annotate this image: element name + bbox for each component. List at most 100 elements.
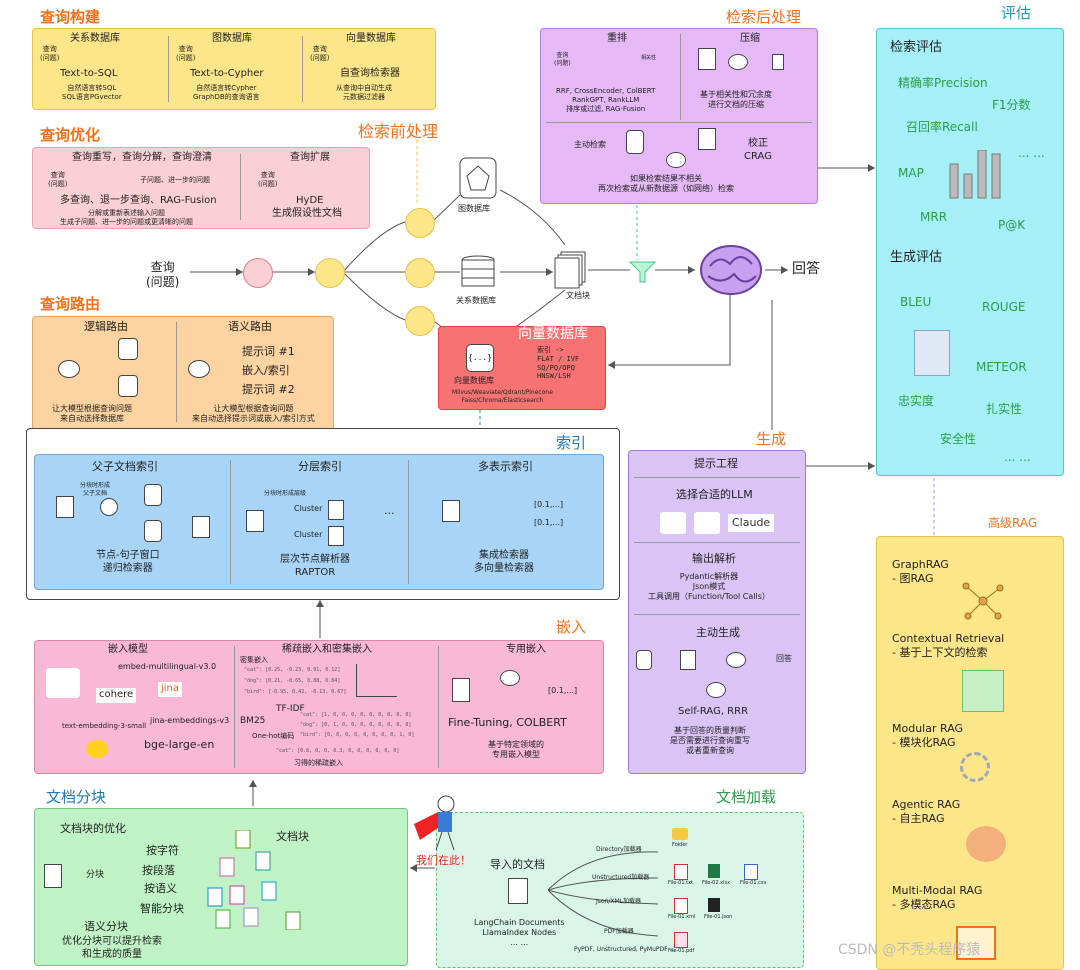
agentic-rag: Agentic RAG - 自主RAG	[892, 798, 961, 825]
image-icon	[956, 926, 996, 960]
bar-chart-icon	[949, 150, 1001, 199]
cluster-2: Cluster	[294, 530, 323, 539]
chunk-files-icon	[207, 830, 301, 930]
more-generation-metrics: ... ...	[1004, 450, 1031, 464]
self-query-name: 自查询检索器	[340, 68, 400, 79]
database-icon	[636, 650, 652, 670]
rewrite-desc: 分解或重新表述输入问题 生成子问题、进一步的问题或更清晰的问题	[60, 209, 193, 226]
sparse-dog: "dog": [0, 1, 0, 0, 0, 0, 0, 0, 0, 0]	[300, 722, 412, 728]
multi-rep-desc: 集成检索器 多向量检索器	[474, 550, 534, 574]
active-retrieval-desc: 如果检索结果不相关 再次检索或从新数据源（如网络）检索	[598, 174, 734, 193]
faithfulness-metric: 忠实度	[898, 394, 935, 408]
parent-child-desc: 节点-句子窗口 递归检索器	[96, 550, 160, 574]
document-icon	[246, 510, 264, 532]
text-to-sql-desc: 自然语言转SQL SQL语言PGvector	[62, 84, 122, 101]
generation-eval-head: 生成评估	[890, 250, 943, 265]
parent-child-head: 父子文档索引	[92, 460, 158, 473]
hero-mascot-icon	[414, 795, 455, 851]
split-node	[100, 498, 118, 516]
active-generation-answer: 回答	[776, 654, 792, 663]
graph-rag: GraphRAG - 图RAG	[892, 558, 949, 585]
brain-icon	[706, 682, 726, 698]
document-icon	[56, 496, 74, 518]
active-generation: 主动生成	[696, 626, 740, 639]
text-to-cypher-name: Text-to-Cypher	[190, 68, 264, 79]
prompt-engineering: 提示工程	[694, 457, 738, 470]
vector-plot-icon	[356, 664, 397, 697]
f1-metric: F1分数	[992, 98, 1031, 112]
eval-panel	[876, 28, 1064, 476]
llm-brain-icon	[700, 245, 762, 295]
query-node-label: 查询 (问题)	[146, 260, 180, 289]
active-generation-desc: 基于回答的质量判断 是否需要进行查询重写 或者重新查询	[670, 726, 750, 755]
parent-child-split: 分块时形成 父子文档	[80, 482, 111, 497]
xlsx-file-icon	[708, 864, 720, 878]
query-opt-panel	[32, 147, 370, 229]
openai-logo-icon	[46, 668, 80, 698]
rewrite-name: 多查询、退一步查询、RAG-Fusion	[60, 195, 217, 206]
more-retrieval-metrics: ... ...	[1018, 146, 1045, 160]
dense-bird: "bird": [-0.95, 0.42, -0.13, 0.67]	[244, 689, 347, 695]
document-icon	[698, 128, 716, 150]
document-chunks-icon	[680, 650, 696, 670]
rouge-metric: ROUGE	[982, 300, 1026, 314]
precision-metric: 精确率Precision	[898, 76, 988, 90]
pdf-loader: PDF加载器	[604, 928, 634, 935]
hyde-desc: 生成假设性文档	[272, 208, 342, 219]
bleu-metric: BLEU	[900, 295, 932, 309]
document-icon	[44, 864, 62, 888]
compress-head: 压缩	[740, 33, 760, 44]
hyde-name: HyDE	[296, 195, 324, 206]
self-query-query: 查询 (问题)	[310, 45, 330, 62]
query-build-panel	[32, 28, 436, 110]
select-llm: 选择合适的LLM	[676, 488, 753, 501]
index-title: 索引	[556, 434, 587, 452]
mrr-metric: MRR	[920, 210, 948, 224]
logical-routing-desc: 让大模型根据查询问题 来自动选择数据库	[52, 404, 132, 423]
pdf-file-icon	[674, 932, 688, 948]
semantic-prompt-2: 提示词 #2	[242, 383, 295, 396]
routing-title: 查询路由	[40, 295, 101, 313]
rerank-relevance: 相关性	[641, 55, 657, 61]
sparse-dense-head: 稀疏嵌入和密集嵌入	[282, 644, 372, 655]
query-build-title: 查询构建	[40, 8, 101, 26]
jina-logo: jina	[158, 682, 183, 697]
chunking-panel	[34, 808, 408, 966]
rel-branch-node	[405, 258, 435, 288]
brain-icon	[666, 152, 686, 168]
vector-db-title: 向量数据库	[518, 326, 588, 342]
document-chunks-icon	[192, 516, 210, 538]
vector-db-list: Milvus/Weaviate/Qdrant/Pinecone Faiss/Ch…	[452, 389, 553, 404]
semantic-routing-desc: 让大模型根据查询问题 来自动选择提示词或嵌入/索引方式	[192, 404, 315, 423]
map-metric: MAP	[898, 166, 924, 180]
directory-loader: Directory加载器	[596, 846, 642, 853]
sparse-cat: "cat": [1, 0, 0, 0, 0, 0, 0, 0, 0, 0]	[300, 712, 412, 718]
text-to-cypher-query: 查询 (问题)	[176, 45, 196, 62]
file-pdf: File-01.pdf	[668, 948, 695, 954]
smart-split: 智能分块	[140, 902, 184, 915]
we-are-here: 我们在此！	[416, 854, 471, 867]
hierarchical-head: 分层索引	[298, 460, 342, 473]
document-libs: LangChain Documents LlamaIndex Nodes ...…	[474, 918, 565, 947]
deepseek-logo-icon	[694, 512, 720, 534]
vector-db-icon: {...}	[466, 344, 494, 372]
csv-file-icon	[744, 864, 758, 880]
compressed-doc-icon	[772, 54, 784, 70]
self-rag: Self-RAG, RRR	[678, 706, 749, 717]
loader-branches	[548, 851, 659, 937]
document-icon	[698, 48, 716, 70]
onehot-label: One-hot编码	[252, 732, 295, 740]
bm25-label: BM25	[240, 716, 266, 726]
contextual-retrieval: Contextual Retrieval - 基于上下文的检索	[892, 632, 1005, 659]
embed-panel	[34, 640, 604, 774]
txt-file-icon	[674, 864, 688, 880]
self-query-head: 向量数据库	[346, 33, 396, 44]
sparse-bird: "bird": [0, 0, 0, 0, 0, 0, 0, 0, 1, 0]	[300, 732, 415, 738]
file-folder: Folder	[672, 842, 688, 848]
agents-icon	[966, 826, 1006, 862]
learned-sparse-cat: "cat": [0.8, 0, 0, 0.3, 0, 0, 0, 0, 0, 0…	[276, 748, 400, 754]
vector-db-label: 向量数据库	[454, 376, 494, 385]
model-jina-embeddings: jina-embeddings-v3	[150, 716, 230, 725]
embed-title: 嵌入	[556, 618, 587, 636]
